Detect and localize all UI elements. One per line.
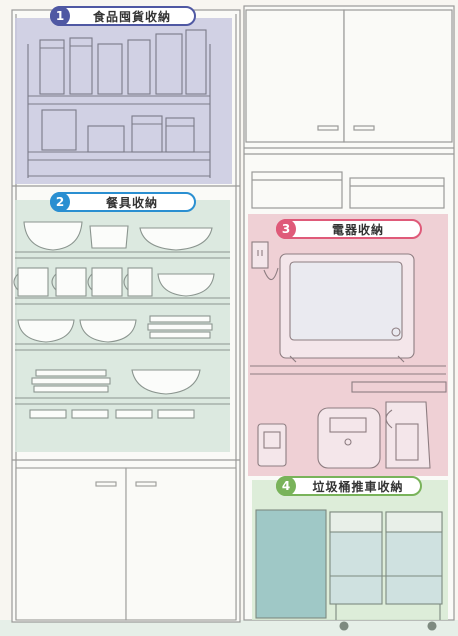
zone-1-number: 1 (50, 6, 70, 26)
zone-2-title: 餐具收納 (105, 195, 158, 210)
zone-3-title: 電器收納 (331, 222, 384, 237)
zone-4-label: 4 垃圾桶推車收納 (276, 476, 422, 496)
appliance-shelves (250, 241, 447, 469)
zone-1-label: 1 食品囤貨收納 (50, 6, 196, 26)
zone-1-title: 食品囤貨收納 (92, 9, 171, 24)
pantry-shelves (27, 29, 211, 178)
zone-4-title: 垃圾桶推車收納 (312, 479, 404, 494)
tableware-shelves (13, 221, 230, 419)
zone-4-number: 4 (276, 476, 296, 496)
zone-3-number: 3 (276, 219, 296, 239)
zone-2-label: 2 餐具收納 (50, 192, 196, 212)
zone-2-number: 2 (50, 192, 70, 212)
left-lower-doors (15, 467, 237, 621)
zone-1-area (15, 18, 232, 184)
trash-cart (255, 509, 443, 631)
zone-3-label: 3 電器收納 (276, 219, 422, 239)
